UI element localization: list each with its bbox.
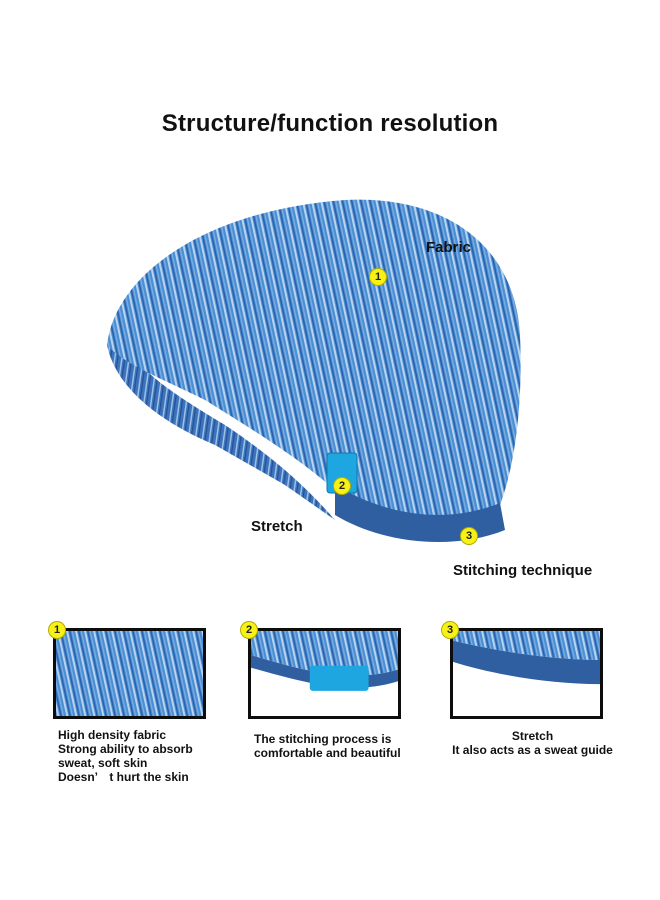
detail-badge-2: 2 — [240, 621, 258, 639]
detail-line: comfortable and beautiful — [254, 746, 401, 760]
headband-image — [107, 199, 521, 542]
page-title: Structure/function resolution — [161, 110, 499, 137]
detail-line: Strong ability to absorb — [58, 742, 193, 756]
detail-fabric-text: High density fabric Strong ability to ab… — [58, 728, 193, 784]
detail-line: The stitching process is — [254, 732, 392, 746]
detail-line: It also acts as a sweat guide — [452, 743, 613, 757]
detail-line: Doesn’ t hurt the skin — [58, 770, 189, 784]
detail-line: High density fabric — [58, 728, 167, 742]
detail-stitch-image — [248, 628, 401, 719]
callout-fabric: Fabric — [426, 239, 472, 256]
badge-3: 3 — [460, 527, 478, 545]
detail-stitch-text: The stitching process is comfortable and… — [254, 732, 401, 760]
badge-2: 2 — [333, 477, 351, 495]
detail-elastic-image — [450, 628, 603, 719]
detail-line: sweat, soft skin — [58, 756, 148, 770]
elastic-band — [335, 485, 505, 542]
detail-fabric-image — [53, 628, 206, 719]
headband-inner — [107, 335, 335, 520]
callout-stitching: Stitching technique — [453, 562, 593, 579]
callout-stretch: Stretch — [251, 518, 303, 535]
detail-badge-3: 3 — [441, 621, 459, 639]
detail-line: Stretch — [511, 729, 554, 743]
headband-outer — [107, 199, 521, 521]
badge-1: 1 — [369, 268, 387, 286]
detail-elastic-text: Stretch It also acts as a sweat guide — [450, 729, 615, 757]
detail-badge-1: 1 — [48, 621, 66, 639]
